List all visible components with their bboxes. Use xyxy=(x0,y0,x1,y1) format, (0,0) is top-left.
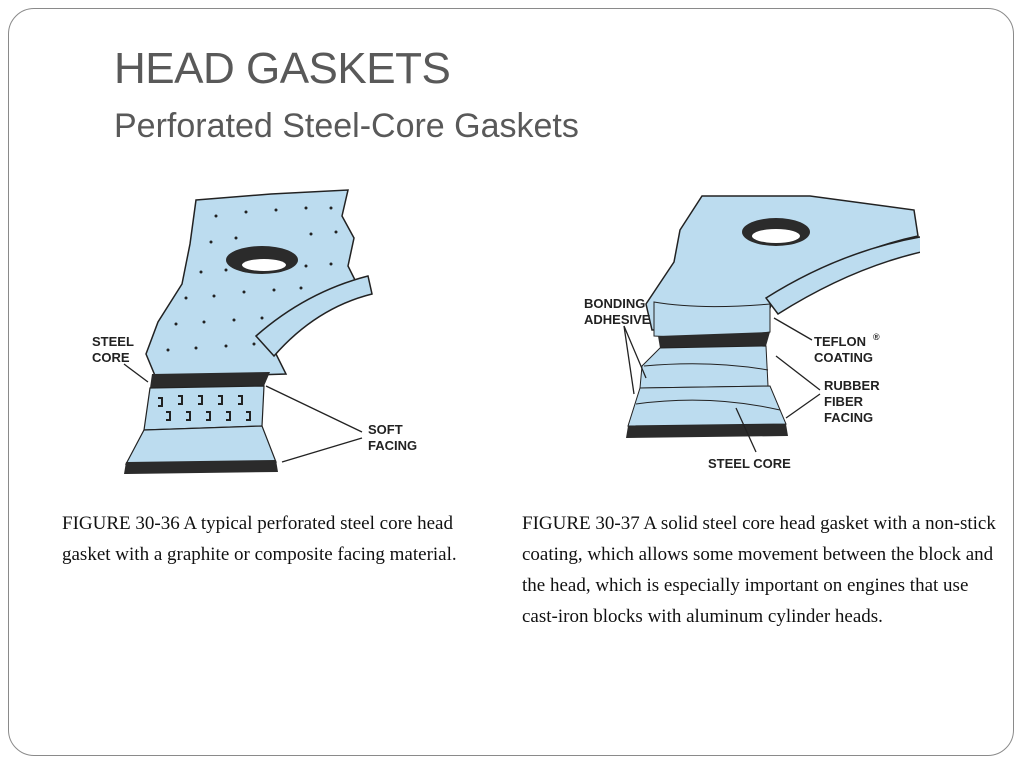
label-steel-core: STEEL CORE xyxy=(708,456,791,471)
label-bonding-2: ADHESIVE xyxy=(584,312,651,327)
label-teflon-reg: ® xyxy=(873,332,880,342)
figure-perforated-gasket: STEEL CORE SOFT FACING xyxy=(86,186,426,476)
label-bonding-1: BONDING xyxy=(584,296,645,311)
caption-figure-30-36: FIGURE 30-36 A typical perforated steel … xyxy=(62,513,457,565)
gasket-illustration-left xyxy=(124,189,373,474)
label-teflon-2: COATING xyxy=(814,350,873,365)
label-steel-core-1: STEEL xyxy=(92,334,134,349)
label-teflon-1: TEFLON xyxy=(814,334,866,349)
label-steel-core-2: CORE xyxy=(92,350,130,365)
slide-title: HEAD GASKETS xyxy=(114,44,451,93)
caption-figure-30-37: FIGURE 30-37 A solid steel core head gas… xyxy=(522,513,996,627)
label-rubber-2: FIBER xyxy=(824,394,864,409)
figure-solid-core-gasket: BONDING ADHESIVE TEFLON ® COATING RUBBER… xyxy=(580,190,920,480)
slide-subtitle: Perforated Steel-Core Gaskets xyxy=(114,107,579,145)
gasket-illustration-right xyxy=(626,195,920,438)
label-soft-facing-2: FACING xyxy=(368,438,417,453)
label-rubber-3: FACING xyxy=(824,410,873,425)
label-rubber-1: RUBBER xyxy=(824,378,880,393)
slide-frame xyxy=(8,8,1014,756)
label-soft-facing-1: SOFT xyxy=(368,422,403,437)
